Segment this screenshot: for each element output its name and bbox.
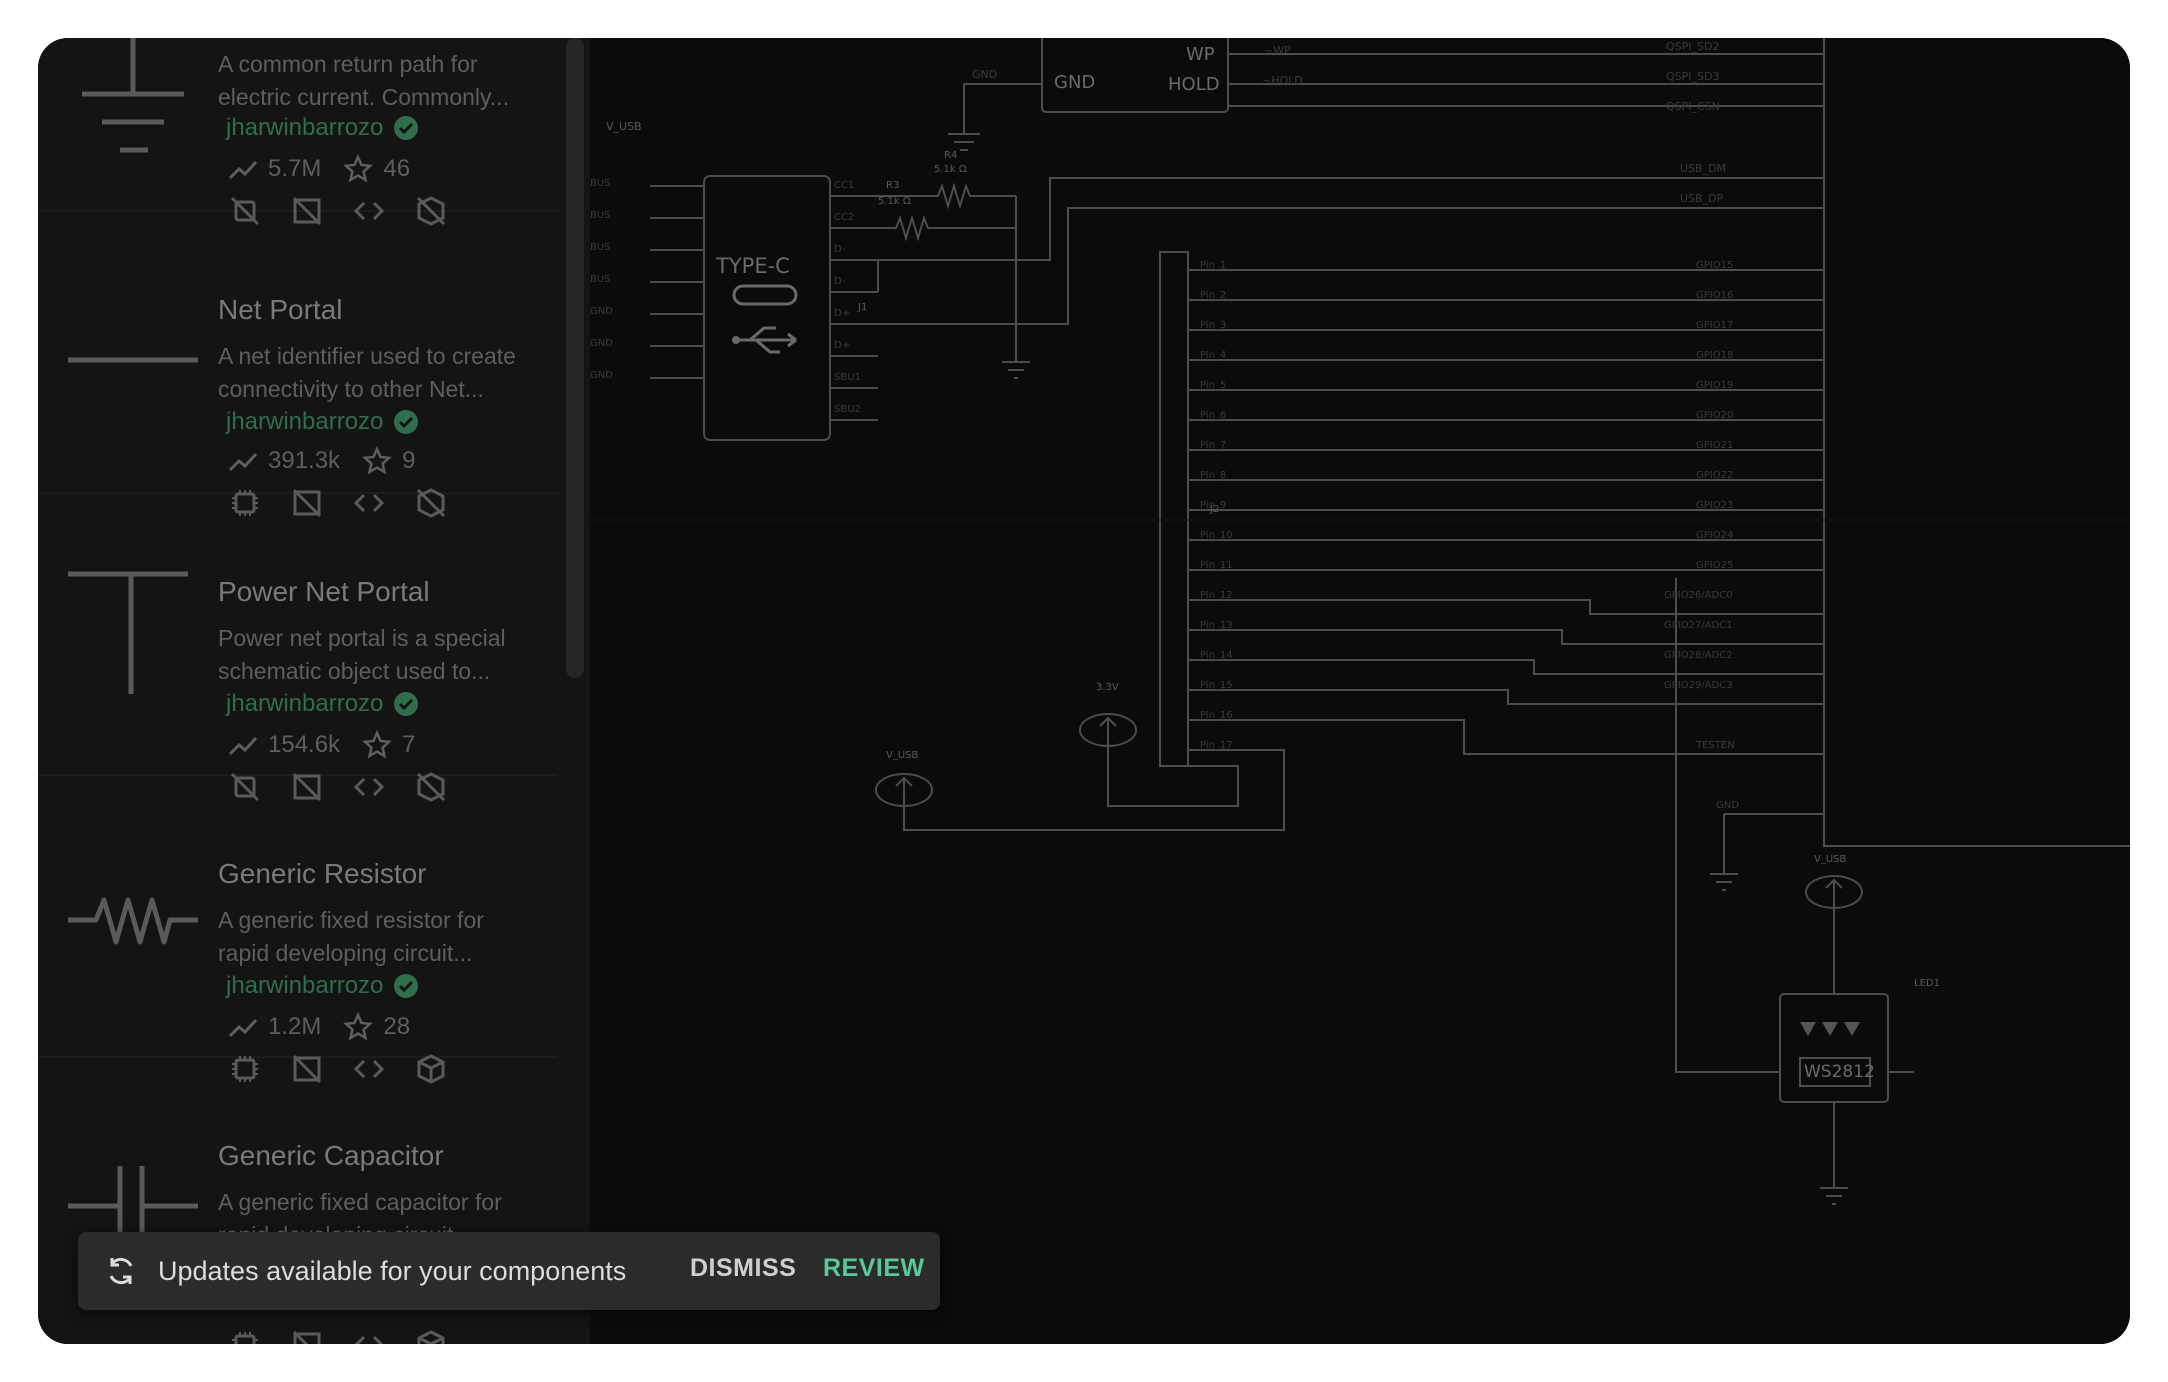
component-stats: 154.6k 7 xyxy=(228,730,415,760)
component-description: A net identifier used to create connecti… xyxy=(218,343,516,402)
3d-model-disabled-icon xyxy=(416,488,446,518)
review-button[interactable]: REVIEW xyxy=(823,1254,925,1282)
component-library-sidebar: A common return path for electric curren… xyxy=(38,38,590,1344)
usb-connector-body xyxy=(703,175,831,441)
code-icon xyxy=(353,493,385,513)
3d-model-disabled-icon xyxy=(416,196,446,226)
component-title[interactable]: Generic Capacitor xyxy=(218,1140,444,1171)
3d-model-disabled-icon xyxy=(416,772,446,802)
author-link[interactable]: jharwinbarrozo xyxy=(226,690,419,718)
component-capabilities xyxy=(228,486,448,520)
code-icon xyxy=(353,777,385,797)
sidebar-scrollbar[interactable] xyxy=(566,38,584,678)
star-count: 28 xyxy=(383,1013,411,1040)
verified-check-icon xyxy=(394,692,419,716)
component-capabilities xyxy=(228,770,448,804)
footprint-disabled-icon xyxy=(292,1330,321,1344)
author-name: jharwinbarrozo xyxy=(226,972,384,999)
dismiss-button[interactable]: DISMISS xyxy=(690,1254,797,1282)
component-card-generic-resistor[interactable]: Generic Resistor A generic fixed resisto… xyxy=(38,774,558,1084)
star-icon[interactable] xyxy=(343,1012,374,1042)
trend-icon xyxy=(228,736,258,756)
component-title[interactable]: Generic Resistor xyxy=(218,858,427,889)
code-icon xyxy=(353,1059,385,1079)
trend-icon xyxy=(228,452,258,472)
component-description: Power net portal is a special schematic … xyxy=(218,625,506,684)
component-stats: 1.2M 28 xyxy=(228,1012,410,1042)
footprint-disabled-icon xyxy=(292,488,322,518)
verified-check-icon xyxy=(394,410,419,434)
net-portal-symbol-icon xyxy=(68,357,198,363)
download-count: 154.6k xyxy=(268,731,341,758)
chip-icon xyxy=(232,1332,258,1344)
flash-chip-body xyxy=(1041,38,1229,113)
author-name: jharwinbarrozo xyxy=(226,690,384,717)
author-link[interactable]: jharwinbarrozo xyxy=(226,114,419,142)
author-link[interactable]: jharwinbarrozo xyxy=(226,972,419,1000)
code-icon xyxy=(354,1335,384,1344)
footprint-disabled-icon xyxy=(292,772,322,802)
verified-check-icon xyxy=(394,974,419,998)
3d-model-icon xyxy=(417,1330,445,1344)
star-icon[interactable] xyxy=(362,446,393,476)
chip-icon xyxy=(232,490,258,516)
schematic-canvas[interactable]: GND WP HOLD GND ~HOLD ~WP QSPI_SD2 QSPI_… xyxy=(590,38,2130,1344)
trend-icon xyxy=(228,160,258,180)
author-link[interactable]: jharwinbarrozo xyxy=(226,408,419,436)
component-capabilities xyxy=(228,194,448,228)
component-title[interactable]: Power Net Portal xyxy=(218,576,430,607)
header-connector-body xyxy=(1159,251,1189,767)
footprint-disabled-icon xyxy=(292,1054,322,1084)
download-count: 391.3k xyxy=(268,447,341,474)
update-snackbar: Updates available for your components DI… xyxy=(78,1232,940,1310)
component-stats: 5.7M 46 xyxy=(228,154,410,184)
star-count: 46 xyxy=(383,155,411,182)
app-window: A common return path for electric curren… xyxy=(38,38,2130,1344)
star-icon[interactable] xyxy=(343,154,374,184)
resistor-symbol-icon xyxy=(68,897,198,945)
star-icon[interactable] xyxy=(362,730,393,760)
component-title[interactable]: Net Portal xyxy=(218,294,343,325)
verified-check-icon xyxy=(394,116,419,140)
trend-icon xyxy=(228,1018,258,1038)
ground-symbol-icon xyxy=(82,38,184,153)
component-card-ground[interactable]: A common return path for electric curren… xyxy=(38,38,558,226)
chip-disabled-icon xyxy=(230,196,260,226)
download-count: 1.2M xyxy=(268,1013,322,1040)
author-name: jharwinbarrozo xyxy=(226,114,384,141)
component-card-power-net-portal[interactable]: Power Net Portal Power net portal is a s… xyxy=(38,492,558,802)
star-count: 9 xyxy=(402,447,416,474)
schematic-drawing xyxy=(590,38,2130,1205)
chip-icon xyxy=(232,1056,258,1082)
sync-icon xyxy=(109,1257,133,1285)
component-description: A generic fixed resistor for rapid devel… xyxy=(218,907,484,966)
author-name: jharwinbarrozo xyxy=(226,408,384,435)
chip-disabled-icon xyxy=(230,772,260,802)
component-capabilities xyxy=(228,1052,448,1086)
power-portal-symbol-icon xyxy=(68,571,188,694)
snackbar-message: Updates available for your components xyxy=(158,1256,627,1286)
component-stats: 391.3k 9 xyxy=(228,446,415,476)
component-description: A common return path for electric curren… xyxy=(218,51,509,110)
footprint-disabled-icon xyxy=(292,196,322,226)
3d-model-icon xyxy=(417,1054,445,1084)
download-count: 5.7M xyxy=(268,155,322,182)
component-card-net-portal[interactable]: Net Portal A net identifier used to crea… xyxy=(38,210,558,518)
code-icon xyxy=(353,201,385,221)
component-capabilities xyxy=(228,1328,448,1344)
star-count: 7 xyxy=(402,731,416,758)
